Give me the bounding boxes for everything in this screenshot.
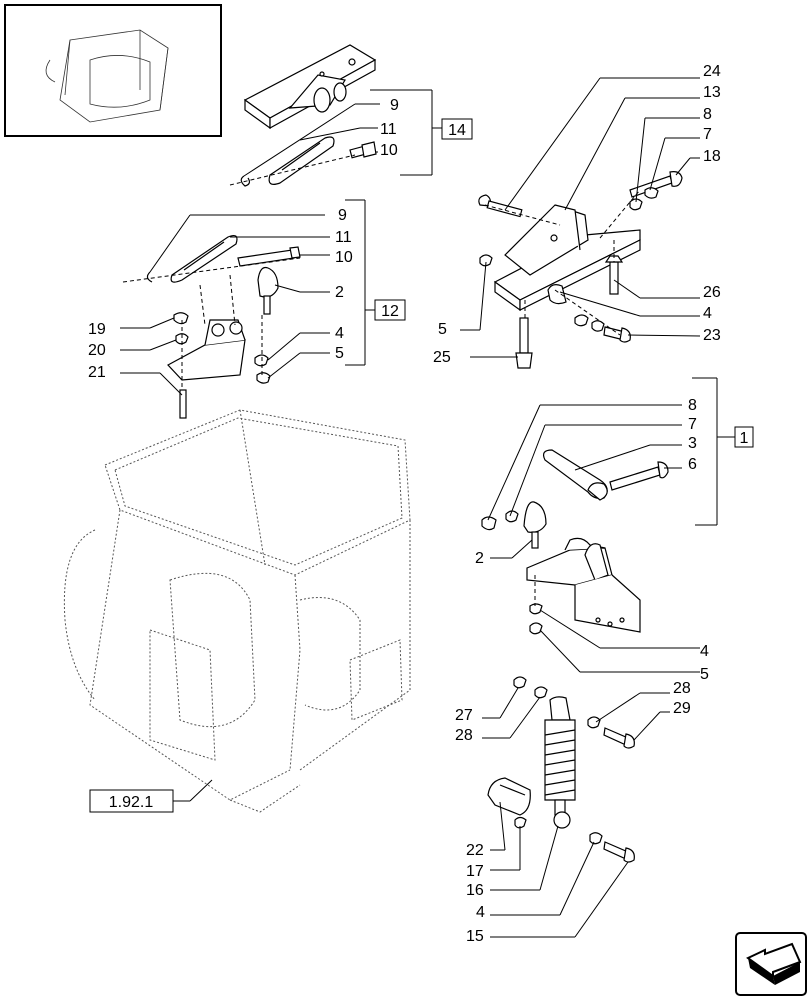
svg-text:15: 15 [466, 928, 484, 945]
callout-8-upper: 8 [635, 106, 712, 203]
callout-19: 19 [88, 317, 175, 338]
thumbnail-cab-icon [45, 29, 169, 123]
svg-text:22: 22 [466, 842, 484, 859]
svg-text:13: 13 [703, 84, 721, 101]
callout-11-mid: 11 [230, 229, 352, 246]
shock-absorber-drawing [487, 676, 635, 863]
svg-text:5: 5 [438, 321, 447, 338]
callout-10-mid: 10 [300, 249, 353, 266]
svg-text:1: 1 [740, 430, 749, 447]
svg-text:24: 24 [703, 63, 721, 80]
callout-5-mid: 5 [267, 345, 344, 379]
svg-text:16: 16 [466, 882, 484, 899]
callout-18: 18 [675, 148, 721, 176]
group-label-12[interactable]: 12 [374, 299, 406, 321]
callout-13: 13 [564, 84, 721, 211]
callout-27: 27 [455, 687, 519, 724]
callout-4-lower: 4 [539, 609, 709, 660]
svg-text:6: 6 [688, 456, 697, 473]
callout-22: 22 [466, 801, 506, 859]
svg-text:21: 21 [88, 364, 106, 381]
callout-9-mid: 9 [149, 207, 347, 273]
callout-26: 26 [613, 279, 721, 301]
group-label-14[interactable]: 14 [441, 118, 473, 140]
svg-text:28: 28 [455, 727, 473, 744]
bracket-top-drawing [240, 44, 377, 187]
svg-text:4: 4 [335, 325, 344, 342]
svg-text:4: 4 [703, 305, 712, 322]
callout-8-lower: 8 [487, 397, 697, 521]
bracket-left-drawing [146, 234, 301, 419]
svg-text:29: 29 [673, 700, 691, 717]
callout-9-top: 9 [243, 97, 399, 177]
svg-text:7: 7 [703, 126, 712, 143]
svg-text:8: 8 [688, 397, 697, 414]
next-page-arrow-icon[interactable] [735, 932, 807, 996]
svg-text:20: 20 [88, 342, 106, 359]
callout-2-mid: 2 [274, 284, 344, 301]
callout-6: 6 [664, 456, 697, 473]
svg-text:4: 4 [476, 904, 485, 921]
svg-text:11: 11 [335, 229, 352, 246]
svg-text:9: 9 [338, 207, 347, 224]
callout-5-upper: 5 [438, 261, 487, 338]
svg-text:4: 4 [700, 643, 709, 660]
group-1-bracket [692, 377, 735, 526]
svg-text:7: 7 [688, 416, 697, 433]
callout-3: 3 [574, 435, 697, 471]
callout-24: 24 [504, 63, 721, 211]
svg-text:25: 25 [433, 349, 451, 366]
svg-text:27: 27 [455, 707, 473, 724]
svg-text:12: 12 [381, 303, 399, 320]
svg-text:10: 10 [380, 142, 398, 159]
group-12-bracket [345, 199, 375, 366]
svg-text:14: 14 [448, 122, 466, 139]
reference-label: 1.92.1 [109, 794, 154, 811]
cab-overview-thumbnail[interactable] [4, 4, 222, 137]
callout-4-bottom: 4 [476, 841, 595, 921]
svg-text:19: 19 [88, 321, 106, 338]
bracket-right-upper-drawing [478, 171, 683, 369]
callout-28-left: 28 [455, 696, 541, 744]
callout-10-top: 10 [375, 142, 398, 159]
callout-15: 15 [466, 861, 629, 945]
bracket-right-middle-drawing [481, 449, 669, 635]
svg-text:2: 2 [335, 284, 344, 301]
svg-text:23: 23 [703, 327, 721, 344]
callout-4-upper: 4 [559, 291, 712, 322]
callout-7-lower: 7 [509, 416, 697, 517]
svg-text:18: 18 [703, 148, 721, 165]
callout-7-upper: 7 [649, 126, 712, 191]
callout-21: 21 [88, 364, 183, 396]
svg-text:5: 5 [335, 345, 344, 362]
svg-text:3: 3 [688, 435, 697, 452]
callout-5-lower: 5 [539, 629, 709, 683]
svg-text:10: 10 [335, 249, 353, 266]
callout-20: 20 [88, 339, 177, 359]
svg-text:26: 26 [703, 284, 721, 301]
callout-2-lower: 2 [475, 539, 533, 567]
svg-text:9: 9 [390, 97, 399, 114]
svg-text:17: 17 [466, 863, 484, 880]
svg-text:5: 5 [700, 666, 709, 683]
svg-text:8: 8 [703, 106, 712, 123]
svg-text:28: 28 [673, 680, 691, 697]
callout-11-top: 11 [299, 121, 397, 141]
callout-4-mid: 4 [267, 325, 344, 361]
reference-link-1-92-1[interactable]: 1.92.1 [89, 779, 213, 813]
callout-29: 29 [633, 700, 691, 741]
group-14-bracket [370, 89, 442, 176]
group-label-1[interactable]: 1 [734, 426, 754, 448]
svg-text:2: 2 [475, 550, 484, 567]
callout-16: 16 [466, 825, 559, 899]
callout-28-right: 28 [595, 680, 691, 723]
callout-23: 23 [627, 327, 721, 344]
cab-frame-drawing [63, 409, 411, 813]
callout-17: 17 [466, 826, 521, 880]
callout-25: 25 [433, 349, 518, 366]
svg-text:11: 11 [380, 121, 397, 138]
